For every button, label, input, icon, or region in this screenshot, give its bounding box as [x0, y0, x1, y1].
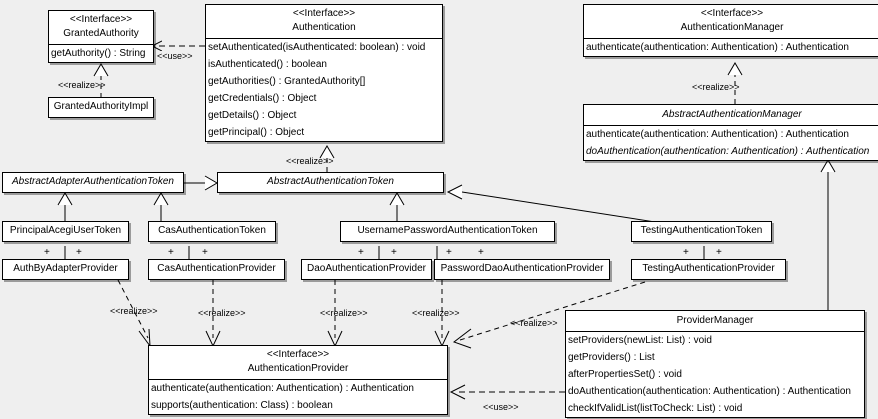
assoc-marker-plus: +: [358, 247, 364, 258]
operation: getAuthority() : String: [51, 48, 146, 59]
class-testing-authentication-token[interactable]: TestingAuthenticationToken: [631, 221, 772, 242]
operation: authenticate(authentication: Authenticat…: [151, 383, 414, 394]
edge-label-realize-authenticationmanager: <<realize>>: [692, 82, 740, 92]
class-name: AbstractAuthenticationManager: [662, 109, 802, 120]
class-cas-authentication-provider[interactable]: CasAuthenticationProvider: [148, 259, 285, 280]
class-name: CasAuthenticationToken: [158, 225, 266, 236]
edge-label-use-authentication-grantedauthority: <<use>>: [157, 51, 193, 61]
class-abstract-adapter-authentication-token[interactable]: AbstractAdapterAuthenticationToken: [2, 172, 184, 193]
operation: isAuthenticated() : boolean: [208, 59, 327, 70]
assoc-marker-plus: +: [202, 247, 208, 258]
operation: getCredentials() : Object: [208, 93, 317, 104]
class-authentication-provider[interactable]: <<Interface>> AuthenticationProvider aut…: [148, 345, 448, 415]
edge-generalize-usernamepasswordtoken: [389, 192, 405, 221]
class-provider-manager[interactable]: ProviderManager setProviders(newList: Li…: [565, 310, 865, 418]
operations-compartment: authenticate(authentication: Authenticat…: [149, 379, 447, 414]
operations-compartment: getAuthority() : String: [49, 44, 153, 62]
edge-label-realize-cas: <<realize>>: [198, 308, 246, 318]
operations-compartment: authenticate(authentication: Authenticat…: [584, 125, 878, 160]
operation: getDetails() : Object: [208, 110, 297, 121]
class-name: TestingAuthenticationToken: [640, 225, 763, 236]
stereotype-label: <<Interface>>: [700, 8, 764, 19]
assoc-marker-plus: +: [683, 247, 689, 258]
edge-label-realize-testing: <<realize>>: [510, 318, 558, 328]
class-cas-authentication-token[interactable]: CasAuthenticationToken: [148, 221, 276, 242]
operation: checkIfValidList(listToCheck: List) : vo…: [568, 403, 743, 414]
class-name: ProviderManager: [676, 315, 754, 326]
class-name: AbstractAdapterAuthenticationToken: [12, 176, 174, 187]
class-name: AuthenticationProvider: [247, 363, 349, 374]
operation: setAuthenticated(isAuthenticated: boolea…: [208, 42, 426, 53]
class-principal-acegi-user-token[interactable]: PrincipalAcegiUserToken: [2, 221, 129, 242]
class-password-dao-authentication-provider[interactable]: PasswordDaoAuthenticationProvider: [434, 259, 610, 280]
class-abstract-authentication-manager[interactable]: AbstractAuthenticationManager authentica…: [583, 104, 878, 161]
class-name: PrincipalAcegiUserToken: [9, 225, 122, 236]
edge-label-realize-authbyadapter: <<realize>>: [110, 306, 158, 316]
edge-generalize-principalacegi: [57, 192, 73, 221]
class-abstract-authentication-token[interactable]: AbstractAuthenticationToken: [217, 172, 444, 193]
class-name: TestingAuthenticationProvider: [642, 263, 775, 274]
stereotype-label: <<Interface>>: [69, 14, 133, 25]
operation: getProviders() : List: [568, 352, 655, 363]
class-name: GrantedAuthorityImpl: [53, 101, 149, 112]
operation: supports(authentication: Class) : boolea…: [151, 400, 333, 411]
assoc-marker-plus: +: [478, 247, 484, 258]
operations-compartment: authenticate(authentication: Authenticat…: [584, 38, 878, 56]
class-name: AuthenticationManager: [680, 22, 784, 33]
edge-generalize-testingtoken: [446, 184, 656, 223]
class-auth-by-adapter-provider[interactable]: AuthByAdapterProvider: [2, 259, 129, 280]
class-dao-authentication-provider[interactable]: DaoAuthenticationProvider: [301, 259, 432, 280]
class-testing-authentication-provider[interactable]: TestingAuthenticationProvider: [631, 259, 786, 280]
class-granted-authority[interactable]: <<Interface>> GrantedAuthority getAuthor…: [48, 10, 154, 63]
class-header: AbstractAuthenticationManager: [584, 105, 878, 125]
edge-label-use-providermanager-authenticationprovider: <<use>>: [483, 402, 519, 412]
class-name: AbstractAuthenticationToken: [267, 176, 394, 187]
edge-label-realize-passworddao: <<realize>>: [412, 308, 460, 318]
class-name: DaoAuthenticationProvider: [307, 263, 426, 274]
class-authentication-manager[interactable]: <<Interface>> AuthenticationManager auth…: [583, 4, 878, 57]
edge-generalize-providermanager-abstractauthenticationmanager: [820, 159, 836, 310]
assoc-marker-plus: +: [44, 247, 50, 258]
class-granted-authority-impl[interactable]: GrantedAuthorityImpl: [48, 97, 154, 118]
class-name: AuthByAdapterProvider: [13, 263, 118, 274]
class-header: <<Interface>> GrantedAuthority: [49, 11, 153, 44]
class-name: UsernamePasswordAuthenticationToken: [357, 225, 538, 236]
class-username-password-authentication-token[interactable]: UsernamePasswordAuthenticationToken: [340, 221, 555, 242]
assoc-marker-plus: +: [716, 247, 722, 258]
class-header: <<Interface>> Authentication: [206, 5, 442, 38]
operation: authenticate(authentication: Authenticat…: [586, 129, 849, 140]
stereotype-label: <<Interface>>: [266, 349, 330, 360]
class-name: CasAuthenticationProvider: [157, 263, 276, 274]
edge-label-realize-abstractauthenticationtoken: <<realize>>: [286, 156, 334, 166]
operation: setProviders(newList: List) : void: [568, 335, 712, 346]
class-name: PasswordDaoAuthenticationProvider: [440, 263, 604, 274]
class-name: Authentication: [292, 22, 356, 33]
assoc-marker-plus: +: [446, 247, 452, 258]
operation: getAuthorities() : GrantedAuthority[]: [208, 76, 366, 87]
assoc-marker-plus: +: [391, 247, 397, 258]
class-name: GrantedAuthority: [63, 28, 139, 39]
class-authentication[interactable]: <<Interface>> Authentication setAuthenti…: [205, 4, 443, 142]
assoc-marker-plus: +: [76, 247, 82, 258]
operation: doAuthentication(authentication: Authent…: [586, 146, 870, 157]
edge-label-realize-grantedauthorityimpl: <<realize>>: [58, 80, 106, 90]
edge-generalize-castoken: [153, 192, 169, 221]
operation: authenticate(authentication: Authenticat…: [586, 42, 849, 53]
operation: getPrincipal() : Object: [208, 127, 305, 138]
operation: afterPropertiesSet() : void: [568, 369, 682, 380]
stereotype-label: <<Interface>>: [292, 8, 356, 19]
class-header: <<Interface>> AuthenticationProvider: [149, 346, 447, 379]
edge-generalize-abstractadapter-abstracttoken: [184, 175, 218, 191]
operations-compartment: setProviders(newList: List) : void getPr…: [566, 331, 864, 417]
operation: doAuthentication(authentication: Authent…: [568, 386, 851, 397]
class-header: ProviderManager: [566, 311, 864, 331]
assoc-marker-plus: +: [168, 247, 174, 258]
class-header: <<Interface>> AuthenticationManager: [584, 5, 878, 38]
edge-label-realize-dao: <<realize>>: [320, 308, 368, 318]
operations-compartment: setAuthenticated(isAuthenticated: boolea…: [206, 38, 442, 141]
